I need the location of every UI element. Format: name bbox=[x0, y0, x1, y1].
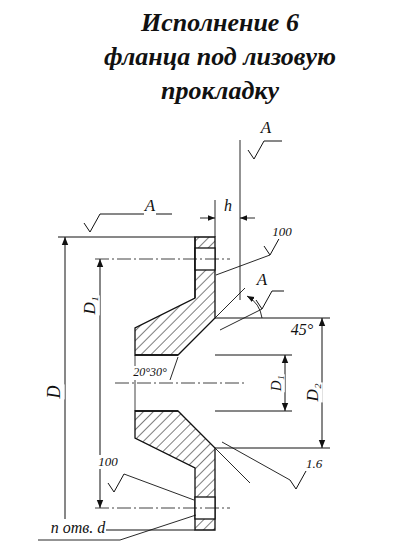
drawing-label: 45° bbox=[290, 321, 314, 339]
upper-section bbox=[135, 237, 215, 355]
dimension-label: D₂ bbox=[304, 382, 323, 402]
drawing-label: 100 bbox=[271, 225, 293, 239]
lower-section bbox=[135, 411, 215, 530]
drawing-label: A bbox=[144, 197, 156, 216]
drawing-label: A bbox=[260, 119, 272, 138]
dimension-label: D₁ bbox=[81, 295, 100, 315]
dimension-label: D bbox=[44, 384, 64, 399]
drawing-label: 1.6 bbox=[305, 457, 323, 471]
drawing-label: n отв. d bbox=[50, 519, 107, 537]
dimension-label: D₁ bbox=[268, 374, 285, 392]
drawing-label: 20°30° bbox=[132, 366, 168, 379]
title: Исполнение 6 фланца под лизовую прокладк… bbox=[95, 6, 345, 107]
drawing-label: A bbox=[256, 271, 268, 290]
drawing-label: 100 bbox=[97, 455, 119, 469]
drawing-label: h bbox=[223, 197, 233, 215]
